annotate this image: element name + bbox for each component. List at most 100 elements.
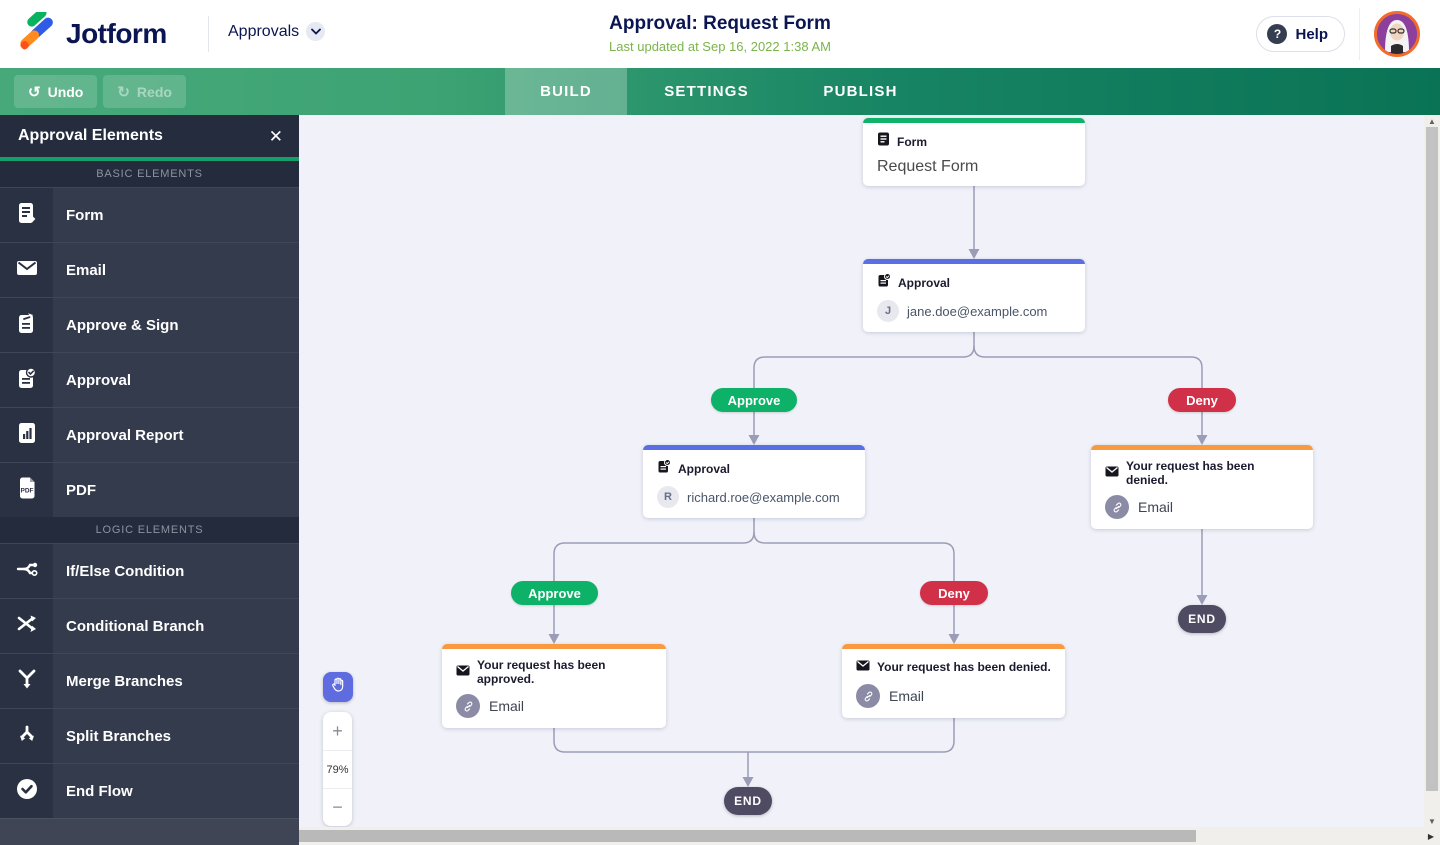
sidebar-item-approve-sign[interactable]: Approve & Sign xyxy=(0,297,299,352)
sidebar-item-email[interactable]: Email xyxy=(0,242,299,297)
branch-badge-approve[interactable]: Approve xyxy=(711,388,797,412)
tab-settings[interactable]: SETTINGS xyxy=(664,83,749,100)
redo-label: Redo xyxy=(136,83,172,100)
node-title: Request Form xyxy=(877,158,979,175)
branch-badge-deny[interactable]: Deny xyxy=(920,581,988,605)
node-accent-bar xyxy=(863,259,1085,264)
horizontal-scrollbar[interactable]: ▶ xyxy=(299,827,1440,845)
approval-icon xyxy=(15,366,39,395)
node-form[interactable]: Form Request Form xyxy=(863,118,1085,186)
envelope-icon xyxy=(1105,464,1119,482)
branch-badge-deny[interactable]: Deny xyxy=(1168,388,1236,412)
link-icon xyxy=(456,694,480,718)
end-flow-pill[interactable]: END xyxy=(724,787,772,815)
section-header-logic: LOGIC ELEMENTS xyxy=(0,517,299,543)
chevron-down-icon xyxy=(306,22,326,41)
clipboard-check-icon xyxy=(657,459,671,478)
brand-wordmark: Jotform xyxy=(66,17,167,49)
user-avatar[interactable] xyxy=(1374,11,1420,57)
pdf-icon: PDF xyxy=(15,476,39,505)
node-accent-bar xyxy=(1091,445,1313,450)
sidebar-item-approval-report[interactable]: Approval Report xyxy=(0,407,299,462)
node-type-label: Form xyxy=(897,134,927,149)
build-toolbar: ↺ Undo ↻ Redo BUILD SETTINGS PUBLISH xyxy=(0,68,1440,115)
assignee-email: jane.doe@example.com xyxy=(907,303,1048,319)
split-branches-icon xyxy=(15,722,39,751)
help-button[interactable]: ? Help xyxy=(1256,16,1345,52)
scroll-down-arrow[interactable]: ▼ xyxy=(1428,816,1436,826)
jotform-logo-icon xyxy=(18,8,56,55)
redo-button[interactable]: ↻ Redo xyxy=(103,75,186,108)
document-icon xyxy=(877,132,890,151)
sidebar-item-merge-branches[interactable]: Merge Branches xyxy=(0,653,299,708)
end-flow-icon xyxy=(15,777,39,806)
hand-icon xyxy=(329,676,347,699)
question-mark-icon: ? xyxy=(1267,24,1288,44)
email-icon xyxy=(15,256,39,285)
jotform-logo[interactable]: Jotform xyxy=(18,8,167,55)
sidebar-item-approval[interactable]: Approval xyxy=(0,352,299,407)
zoom-out-button[interactable]: − xyxy=(323,788,352,826)
branch-badge-approve[interactable]: Approve xyxy=(511,581,598,605)
node-type-label: Email xyxy=(489,698,525,714)
tab-publish[interactable]: PUBLISH xyxy=(823,83,898,100)
clipboard-check-icon xyxy=(877,273,891,292)
sidebar-item-pdf[interactable]: PDF PDF xyxy=(0,462,299,517)
panel-title: Approval Elements xyxy=(18,127,163,144)
node-accent-bar xyxy=(643,445,865,450)
envelope-icon xyxy=(856,658,870,676)
form-icon xyxy=(15,201,39,230)
scroll-right-arrow[interactable]: ▶ xyxy=(1427,831,1435,841)
svg-text:PDF: PDF xyxy=(20,487,33,494)
pan-tool-button[interactable] xyxy=(323,672,353,702)
node-email-denied-bottom[interactable]: Your request has been denied. Email xyxy=(842,644,1065,718)
header-divider xyxy=(1359,8,1360,60)
link-icon xyxy=(856,684,880,708)
panel-accent-bar xyxy=(0,157,299,161)
node-approval-jane[interactable]: Approval J jane.doe@example.com xyxy=(863,259,1085,332)
vertical-scrollbar[interactable]: ▲ ▼ xyxy=(1424,115,1440,827)
conditional-branch-icon xyxy=(15,612,39,641)
horizontal-scrollbar-thumb[interactable] xyxy=(299,830,1196,842)
sidebar-item-end-flow[interactable]: End Flow xyxy=(0,763,299,818)
undo-button[interactable]: ↺ Undo xyxy=(14,75,98,108)
flow-canvas[interactable]: Form Request Form Approval J jane.doe@ex… xyxy=(299,115,1424,827)
assignee-email: richard.roe@example.com xyxy=(687,489,840,505)
node-type-label: Approval xyxy=(678,461,731,476)
approval-elements-panel: Approval Elements ✕ BASIC ELEMENTS Form … xyxy=(0,115,299,845)
approvals-dropdown[interactable]: Approvals xyxy=(228,22,326,41)
if-else-icon xyxy=(15,557,39,586)
node-accent-bar xyxy=(842,644,1065,649)
approval-report-icon xyxy=(15,421,39,450)
node-type-label: Email xyxy=(1138,499,1174,515)
node-approval-richard[interactable]: Approval R richard.roe@example.com xyxy=(643,445,865,518)
last-updated-text: Last updated at Sep 16, 2022 1:38 AM xyxy=(609,39,831,54)
zoom-controls: + 79% − xyxy=(323,712,352,826)
sidebar-item-if-else[interactable]: If/Else Condition xyxy=(0,543,299,598)
node-accent-bar xyxy=(863,118,1085,123)
sidebar-item-split-branches[interactable]: Split Branches xyxy=(0,708,299,763)
node-email-denied-right[interactable]: Your request has been denied. Email xyxy=(1091,445,1313,529)
email-subject: Your request has been denied. xyxy=(1126,459,1255,487)
email-subject: Your request has been approved. xyxy=(477,658,606,686)
header-divider xyxy=(208,16,209,52)
envelope-icon xyxy=(456,663,470,681)
tab-build[interactable]: BUILD xyxy=(505,68,627,115)
node-email-approved[interactable]: Your request has been approved. Email xyxy=(442,644,666,728)
merge-branches-icon xyxy=(15,667,39,696)
node-accent-bar xyxy=(442,644,666,649)
main-tabs: BUILD SETTINGS PUBLISH xyxy=(505,68,935,115)
scroll-up-arrow[interactable]: ▲ xyxy=(1428,116,1436,126)
sidebar-item-conditional-branch[interactable]: Conditional Branch xyxy=(0,598,299,653)
undo-icon: ↺ xyxy=(28,83,41,101)
sidebar-item-form[interactable]: Form xyxy=(0,187,299,242)
minus-icon: − xyxy=(332,797,343,817)
node-type-label: Email xyxy=(889,688,925,704)
zoom-level: 79% xyxy=(323,750,352,788)
zoom-in-button[interactable]: + xyxy=(323,712,352,750)
plus-icon: + xyxy=(332,720,343,741)
vertical-scrollbar-thumb[interactable] xyxy=(1426,127,1438,791)
approve-sign-icon xyxy=(15,311,39,340)
close-icon[interactable]: ✕ xyxy=(268,126,283,146)
end-flow-pill[interactable]: END xyxy=(1178,605,1226,633)
